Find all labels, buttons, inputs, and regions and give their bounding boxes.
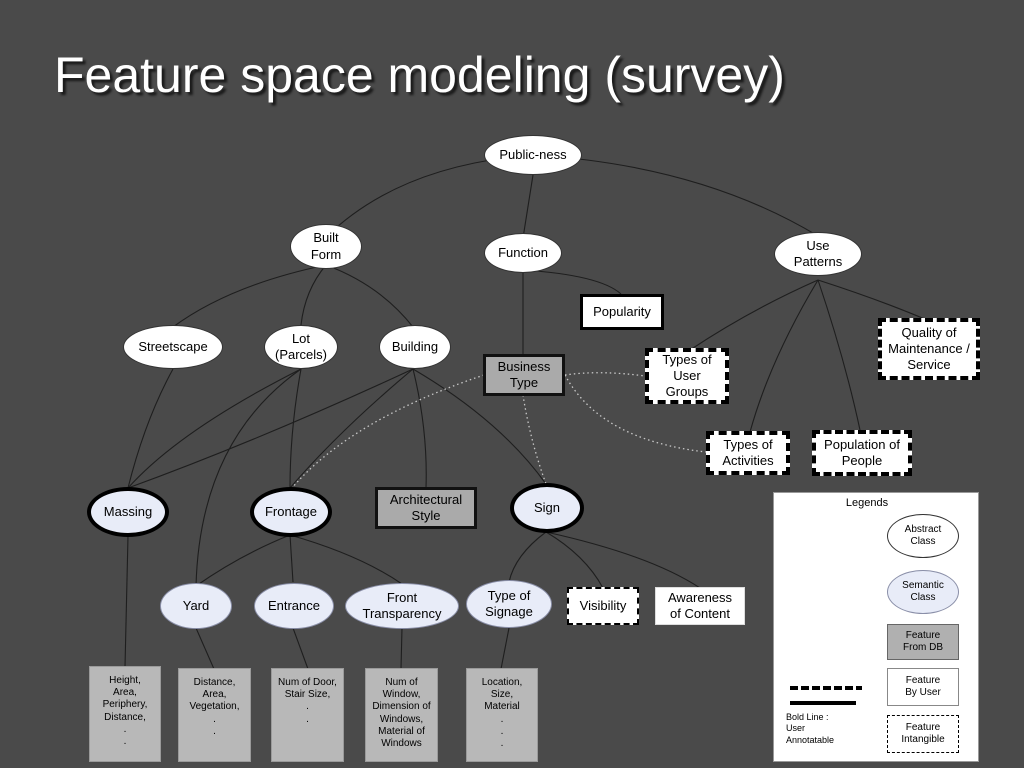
node-building: Building <box>379 325 451 369</box>
attr-box-entrance: Num of Door, Stair Size, . . <box>271 668 344 762</box>
edge-frontage-yard <box>195 534 291 587</box>
node-quality-of-maintenance: Quality of Maintenance / Service <box>878 318 980 380</box>
node-frontage: Frontage <box>250 487 332 537</box>
node-streetscape: Streetscape <box>123 325 223 369</box>
attr-box-front-transparency: Num of Window, Dimension of Windows, Mat… <box>365 668 438 762</box>
dotted-edge-business-sign <box>522 394 547 485</box>
legend-feature-from-db: Feature From DB <box>887 624 959 660</box>
node-visibility: Visibility <box>567 587 639 625</box>
edge-sign-typeofsignage <box>508 531 547 583</box>
edge-usepatterns-quality <box>817 279 928 321</box>
node-business-type: Business Type <box>483 354 565 396</box>
node-use-patterns: Use Patterns <box>774 232 862 276</box>
edge-building-frontage <box>289 368 414 489</box>
attr-box-massing: Height, Area, Periphery, Distance, . . <box>89 666 161 762</box>
edge-builtform-streetscape <box>172 264 327 328</box>
node-architectural-style: Architectural Style <box>375 487 477 529</box>
legend-bold-line-note: Bold Line : User Annotatable <box>786 712 835 745</box>
dotted-edge-business-usergroups <box>564 372 646 377</box>
node-yard: Yard <box>160 583 232 629</box>
node-lot-parcels: Lot (Parcels) <box>264 325 338 369</box>
edge-massing-attrs <box>124 535 129 668</box>
legend-panel: Legends Abstract Class Semantic Class Fe… <box>773 492 979 762</box>
edge-lot-yard <box>195 368 302 587</box>
edge-usepatterns-population <box>817 279 861 431</box>
node-types-of-user-groups: Types of User Groups <box>645 348 729 404</box>
attr-box-yard: Distance, Area, Vegetation, . . <box>178 668 251 762</box>
edge-typeofsignage-attrs <box>500 627 510 670</box>
node-public-ness: Public-ness <box>484 135 582 175</box>
edge-building-massing <box>127 368 414 489</box>
legend-abstract-class: Abstract Class <box>887 514 959 558</box>
edge-building-sign <box>412 368 547 485</box>
legend-bold-line-samples <box>790 686 862 705</box>
edge-usepatterns-activities <box>749 279 819 433</box>
edge-lot-frontage <box>289 368 302 489</box>
node-entrance: Entrance <box>254 583 334 629</box>
edge-frontage-entrance <box>289 534 294 583</box>
edge-frontage-fronttransparency <box>289 534 403 585</box>
edge-usepatterns-usergroups <box>689 279 819 351</box>
edge-builtform-building <box>325 264 414 328</box>
node-population-of-people: Population of People <box>812 430 912 476</box>
legend-feature-intangible: Feature Intangible <box>887 715 959 753</box>
edge-fronttransparency-attrs <box>400 627 403 670</box>
node-types-of-activities: Types of Activities <box>706 431 790 475</box>
legend-semantic-class: Semantic Class <box>887 570 959 614</box>
node-built-form: Built Form <box>290 224 362 269</box>
edge-function-popularity <box>522 269 622 295</box>
edge-sign-visibility <box>545 531 604 589</box>
node-awareness-of-content: Awareness of Content <box>655 587 745 625</box>
slide-title: Feature space modeling (survey) <box>54 47 785 103</box>
edge-streetscape-massing <box>127 368 174 489</box>
attr-box-type-of-signage: Location, Size, Material . . . <box>466 668 538 762</box>
legend-feature-by-user: Feature By User <box>887 668 959 706</box>
node-type-of-signage: Type of Signage <box>466 580 552 628</box>
dotted-edge-business-frontage <box>291 374 485 489</box>
edge-building-archstyle <box>412 368 427 489</box>
node-sign: Sign <box>510 483 584 533</box>
node-front-transparency: Front Transparency <box>345 583 459 629</box>
edge-yard-attrs <box>195 627 215 670</box>
node-function: Function <box>484 233 562 273</box>
edge-sign-awareness <box>545 531 701 589</box>
legend-title: Legends <box>845 497 889 509</box>
edge-publicness-function <box>522 174 534 239</box>
edge-builtform-lot <box>300 264 327 326</box>
edge-entrance-attrs <box>292 627 309 670</box>
edge-publicness-usepatterns <box>532 154 819 237</box>
node-popularity: Popularity <box>580 294 664 330</box>
node-massing: Massing <box>87 487 169 537</box>
edge-lot-massing <box>127 368 302 489</box>
